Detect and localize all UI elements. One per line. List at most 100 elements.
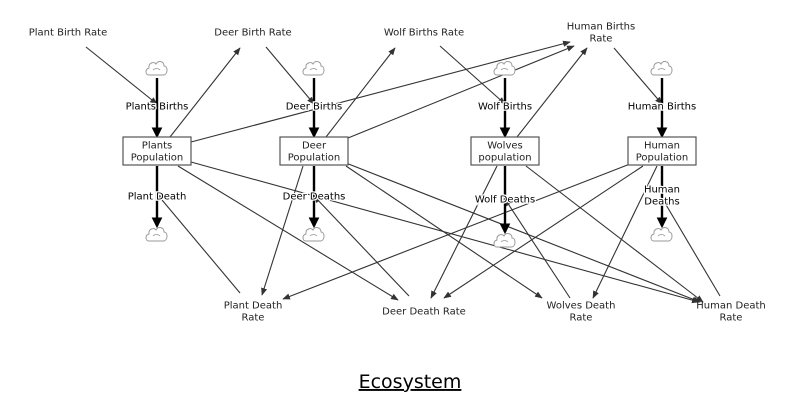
flow-pipes	[145, 61, 673, 248]
link-wolves-to-human-births-rate[interactable]	[516, 47, 588, 138]
flow-human-births[interactable]: Human Births	[627, 100, 698, 114]
stock-label-deer-line: Population	[288, 153, 341, 164]
link-deer-birth-rate-to-deer-births[interactable]	[265, 46, 315, 105]
variable-label-plant-death-rate-line: Plant Death	[224, 301, 283, 312]
variable-label-wolf-births-rate: Wolf Births Rate	[384, 28, 464, 39]
flow-label-plants-births-line: Plants Births	[126, 102, 189, 113]
flow-label-plant-death-line: Plant Death	[128, 192, 187, 203]
cloud-icon	[145, 227, 168, 242]
cloud-icon	[650, 61, 673, 76]
stock-label-deer-line: Deer	[302, 141, 327, 152]
flow-deer-births[interactable]: Deer Births	[284, 100, 343, 114]
variable-deer-birth-rate[interactable]: Deer Birth Rate	[214, 28, 291, 39]
flow-deer-deaths[interactable]: Deer Deaths	[281, 190, 346, 204]
stock-label-wolves-line: population	[478, 153, 531, 164]
link-plant-birth-rate-to-plants-births[interactable]	[85, 46, 158, 105]
link-plants-to-human-births-rate[interactable]	[190, 40, 571, 143]
flow-label-plant-death: Plant Death	[128, 192, 187, 203]
flow-plants-births[interactable]: Plants Births	[124, 100, 189, 114]
stock-box-deer[interactable]	[279, 136, 349, 166]
stock-label-humans-line: Human	[644, 141, 680, 152]
link-human-births-rate-to-human-births[interactable]	[613, 47, 663, 105]
variable-label-wolves-death-rate-line: Wolves Death	[547, 301, 616, 312]
flow-label-wolf-deaths-line: Wolf Deaths	[475, 195, 535, 206]
flow-label-deer-births: Deer Births	[286, 102, 343, 113]
stock-label-wolves-line: Wolves	[487, 141, 522, 152]
flow-wolf-births[interactable]: Wolf Births	[477, 100, 534, 114]
cloud-icon	[302, 227, 325, 242]
diagram-title: Ecosystem	[359, 371, 462, 393]
link-plants-to-deer-birth-rate[interactable]	[169, 47, 241, 138]
link-wolves-to-human-death-rate[interactable]	[525, 165, 704, 303]
variable-label-deer-death-rate-line: Deer Death Rate	[382, 307, 466, 318]
stock-box-plants[interactable]	[122, 136, 192, 166]
flow-label-human-births: Human Births	[628, 102, 696, 113]
flow-label-deer-births-line: Deer Births	[286, 102, 343, 113]
flow-label-human-births-line: Human Births	[628, 102, 696, 113]
cloud-icon	[650, 227, 673, 242]
flow-label-wolf-births: Wolf Births	[478, 102, 532, 113]
link-wolf-births-rate-to-wolf-births[interactable]	[439, 45, 506, 105]
flow-wolf-deaths[interactable]: Wolf Deaths	[474, 193, 537, 207]
variable-label-human-births-rate-line: Rate	[590, 34, 613, 45]
influence-links	[85, 40, 721, 304]
stock-label-plants-line: Population	[131, 153, 184, 164]
link-human-death-rate-to-human-deaths[interactable]	[661, 197, 721, 297]
link-deer-to-plant-death-rate[interactable]	[261, 165, 304, 296]
link-deer-to-human-births-rate[interactable]	[347, 45, 575, 139]
variable-label-wolf-births-rate-line: Wolf Births Rate	[384, 28, 464, 39]
cloud-icon	[493, 233, 516, 248]
cloud-icon	[493, 61, 516, 76]
stock-box-wolves[interactable]	[470, 136, 540, 166]
stock-label-plants-line: Plants	[142, 141, 172, 152]
variable-label-plant-birth-rate-line: Plant Birth Rate	[29, 28, 108, 39]
variable-wolf-births-rate[interactable]: Wolf Births Rate	[384, 28, 464, 39]
link-deer-death-rate-to-deer-deaths[interactable]	[313, 195, 410, 297]
stock-box-humans[interactable]	[627, 136, 697, 166]
variable-label-deer-death-rate: Deer Death Rate	[382, 307, 466, 318]
link-deer-to-human-death-rate[interactable]	[345, 162, 701, 303]
flow-label-deer-deaths-line: Deer Deaths	[283, 192, 346, 203]
link-wolves-to-deer-death-rate[interactable]	[430, 165, 498, 299]
flow-plant-death[interactable]: Plant Death	[126, 190, 187, 204]
cloud-icon	[302, 61, 325, 76]
link-humans-to-plant-death-rate[interactable]	[282, 163, 631, 300]
link-plant-death-rate-to-plant-death[interactable]	[156, 193, 241, 294]
link-plants-to-deer-death-rate[interactable]	[177, 165, 399, 301]
variable-label-deer-birth-rate: Deer Birth Rate	[214, 28, 291, 39]
link-humans-to-deer-death-rate[interactable]	[443, 165, 644, 299]
flow-label-plants-births: Plants Births	[126, 102, 189, 113]
flow-label-wolf-births-line: Wolf Births	[478, 102, 532, 113]
link-deer-to-wolf-births-rate[interactable]	[325, 47, 396, 138]
link-wolves-death-rate-to-wolf-deaths[interactable]	[504, 198, 571, 299]
variable-plant-birth-rate[interactable]: Plant Birth Rate	[29, 28, 108, 39]
variable-deer-death-rate[interactable]: Deer Death Rate	[382, 307, 466, 318]
variable-label-plant-death-rate-line: Rate	[242, 313, 265, 324]
link-plants-to-human-death-rate[interactable]	[190, 161, 700, 304]
variable-label-plant-birth-rate: Plant Birth Rate	[29, 28, 108, 39]
flow-label-human-deaths-line: Human	[644, 185, 680, 196]
variable-label-human-death-rate-line: Rate	[720, 313, 743, 324]
variable-label-deer-birth-rate-line: Deer Birth Rate	[214, 28, 291, 39]
flow-label-wolf-deaths: Wolf Deaths	[475, 195, 535, 206]
